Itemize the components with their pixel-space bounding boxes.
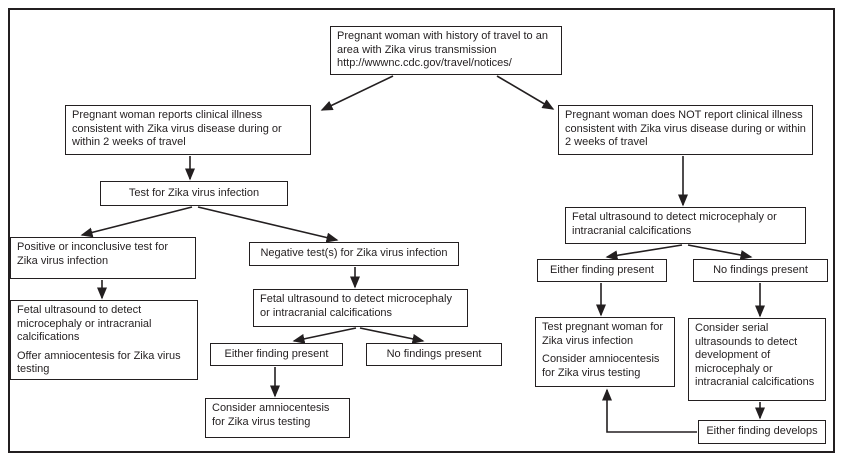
node-text: No findings present [386, 347, 482, 360]
node-text: Pregnant woman reports clinical illness … [72, 109, 282, 149]
node-text: Consider amniocentesis for Zika virus te… [212, 402, 330, 428]
node-text-line2: Consider amniocentesis for Zika virus te… [542, 353, 660, 379]
node-text: No findings present [713, 263, 808, 276]
node-reports-clinical-illness: Pregnant woman reports clinical illness … [65, 105, 311, 155]
node-text: Either finding develops [706, 425, 818, 438]
node-ultrasound-and-amniocentesis: Fetal ultrasound to detect microcephaly … [10, 300, 198, 380]
outer-border [8, 8, 835, 453]
node-no-clinical-illness: Pregnant woman does NOT report clinical … [558, 105, 813, 155]
node-text: Consider serial ultrasounds to detect de… [695, 322, 815, 389]
node-text-line1: Fetal ultrasound to detect microcephaly … [17, 304, 152, 344]
node-text: Fetal ultrasound to detect microcephaly … [260, 293, 452, 319]
node-test-for-zika: Test for Zika virus infection [100, 181, 288, 206]
node-positive-inconclusive-test: Positive or inconclusive test for Zika v… [10, 237, 196, 279]
node-mid-either-finding-present: Either finding present [210, 343, 343, 366]
node-text: Positive or inconclusive test for Zika v… [17, 241, 169, 267]
node-text: Fetal ultrasound to detect microcephaly … [572, 211, 777, 237]
node-right-either-finding-present: Either finding present [537, 259, 667, 282]
node-consider-serial-ultrasounds: Consider serial ultrasounds to detect de… [688, 318, 826, 401]
node-text-line2: Offer amniocentesis for Zika virus testi… [17, 349, 181, 376]
node-negative-test: Negative test(s) for Zika virus infectio… [249, 242, 459, 266]
node-text: Test for Zika virus infection [128, 186, 260, 199]
node-text: Either finding present [550, 263, 654, 276]
node-text: Pregnant woman does NOT report clinical … [565, 109, 806, 149]
node-mid-fetal-ultrasound: Fetal ultrasound to detect microcephaly … [253, 289, 468, 327]
node-text: Pregnant woman with history of travel to… [337, 30, 548, 70]
node-test-pregnant-woman: Test pregnant woman for Zika virus infec… [535, 317, 675, 387]
node-either-finding-develops: Either finding develops [698, 420, 826, 444]
node-text: Either finding present [224, 347, 329, 360]
node-text-line1: Test pregnant woman for Zika virus infec… [542, 321, 664, 347]
node-mid-no-findings-present: No findings present [366, 343, 502, 366]
node-root-travel-history: Pregnant woman with history of travel to… [330, 26, 562, 75]
node-right-fetal-ultrasound: Fetal ultrasound to detect microcephaly … [565, 207, 806, 244]
node-right-no-findings-present: No findings present [693, 259, 828, 282]
node-text: Negative test(s) for Zika virus infectio… [260, 247, 448, 260]
node-consider-amniocentesis: Consider amniocentesis for Zika virus te… [205, 398, 350, 438]
